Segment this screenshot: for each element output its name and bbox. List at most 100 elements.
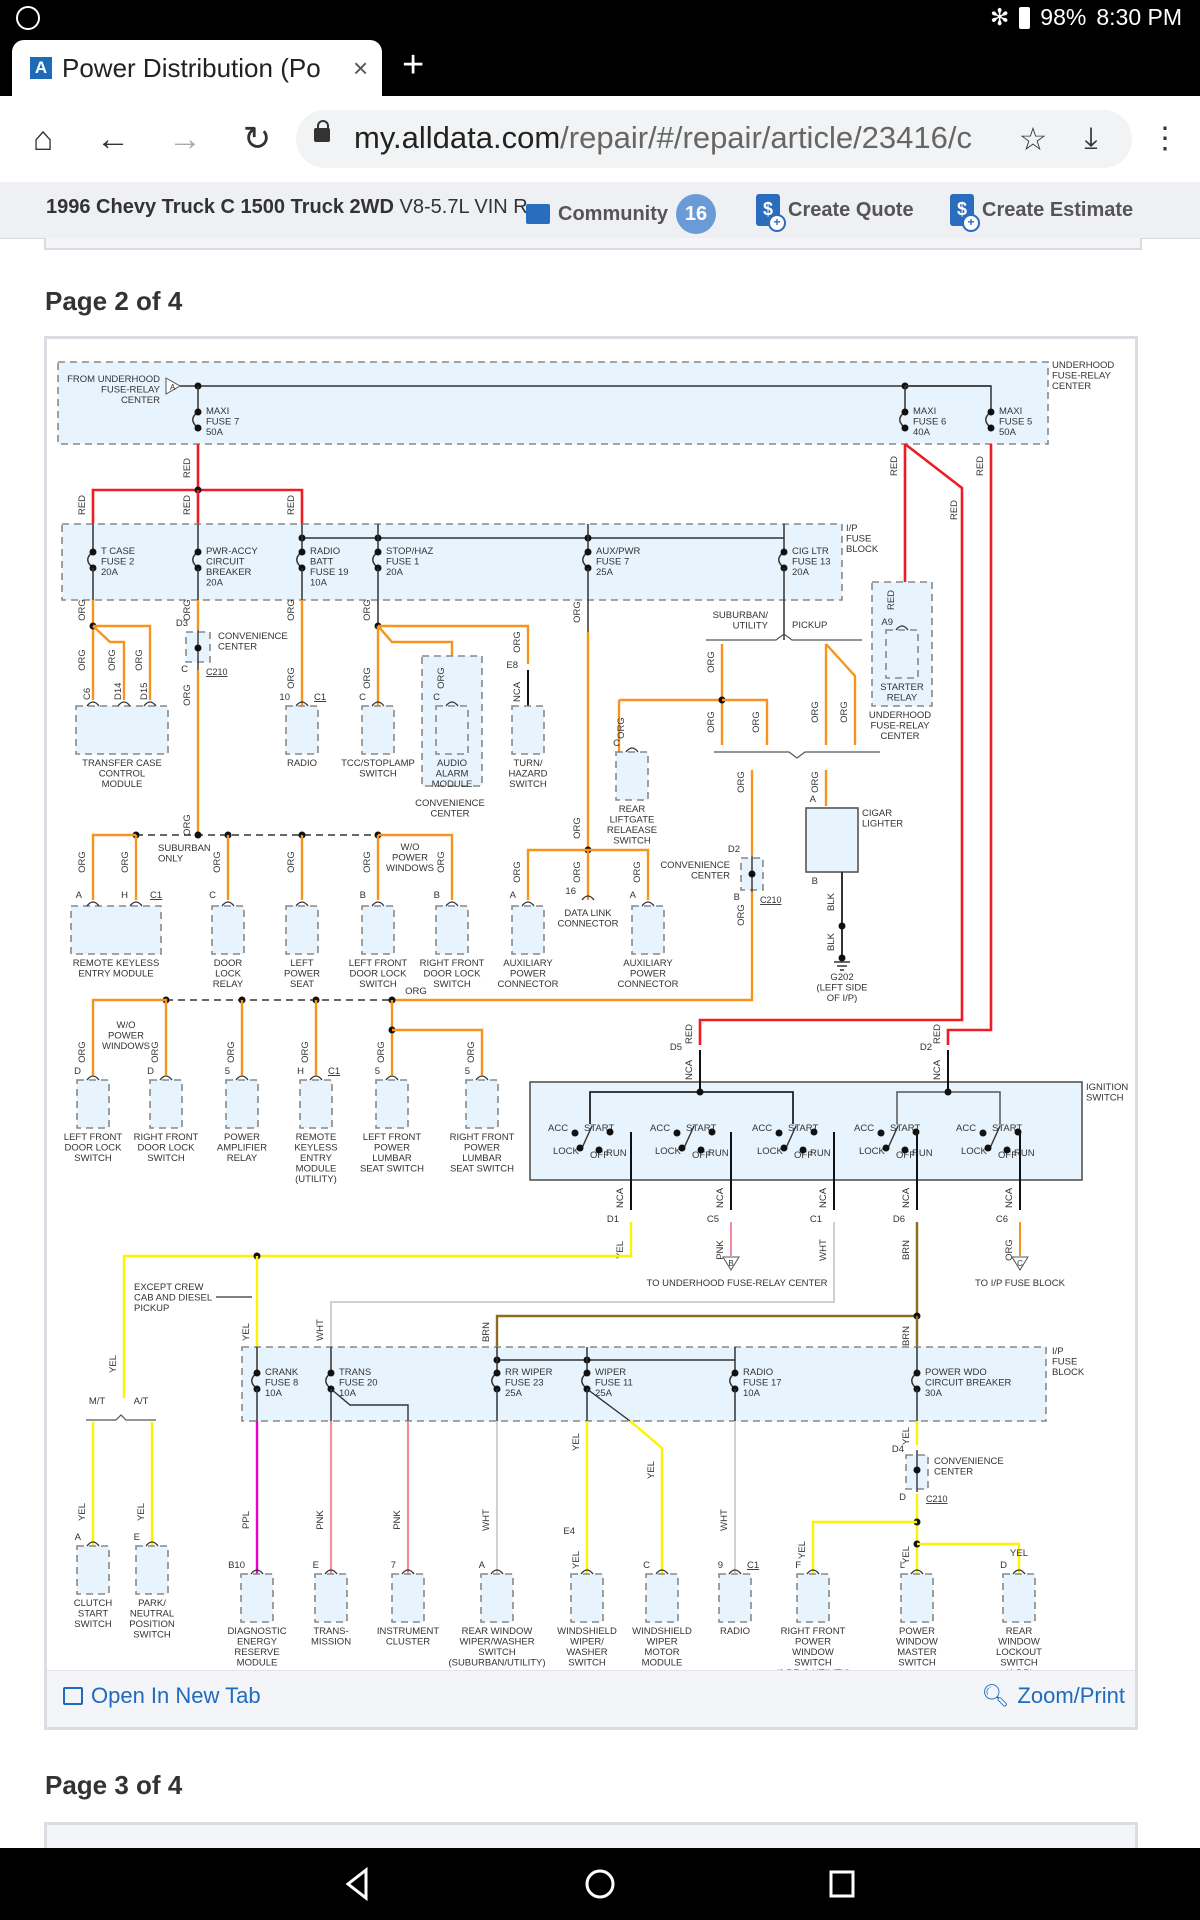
component-name: SWITCH (478, 1647, 516, 1658)
component-name: LEFT FRONT (363, 1132, 422, 1143)
ip-fuse-1: CIRCUIT (206, 557, 245, 568)
wire-color-label: NCA (715, 1187, 726, 1208)
ignition-position-off: OFF (590, 1150, 609, 1161)
create-quote-button[interactable]: $ Create Quote (756, 194, 914, 232)
brace-icon (714, 751, 880, 759)
ignition-position-start: START (584, 1123, 614, 1134)
connector-pin-icon (86, 1541, 100, 1547)
component-name: (4-DR) (1005, 1668, 1034, 1671)
component-name: SWITCH (147, 1153, 185, 1164)
row3-component (149, 1079, 183, 1129)
close-tab-icon[interactable]: × (353, 52, 369, 83)
component-name: MODULE (642, 1658, 683, 1669)
row2-component (70, 905, 162, 955)
connector-pin-icon (371, 701, 385, 707)
zoom-print-link[interactable]: 🔍︎ Zoom/Print (981, 1683, 1125, 1709)
pin-label: A (630, 890, 637, 901)
splice-dot (583, 1369, 591, 1377)
component-name: SWITCH (74, 1153, 112, 1164)
wire-color-label: ORG (810, 701, 821, 723)
variant-label: W/O (117, 1020, 136, 1031)
component-name: POWER (224, 1132, 260, 1143)
component-name: WASHER (566, 1647, 607, 1658)
wire (378, 624, 530, 664)
wire-color-label: WHT (719, 1509, 730, 1531)
component-name: POWER (630, 969, 666, 980)
enclosure-label: CONVENIENCE (415, 798, 485, 809)
variant-label: A/T (134, 1396, 149, 1407)
nav-back-icon[interactable] (338, 1864, 378, 1904)
address-bar[interactable]: my.alldata.com/repair/#/repair/article/2… (296, 110, 1132, 168)
menu-icon[interactable]: ⋮ (1150, 122, 1180, 155)
cigar-lighter (805, 807, 859, 873)
connector-pin-icon (295, 701, 309, 707)
ignition-position-lock: LOCK (961, 1146, 988, 1157)
star-icon[interactable]: ☆ (1018, 121, 1048, 157)
connector-pin-icon (728, 1569, 742, 1575)
component-name: POWER (464, 1143, 500, 1154)
ip-fuse-bottom-3: WIPER (595, 1367, 626, 1378)
convenience-center-label: CONVENIENCE (660, 860, 730, 871)
splice-dot (984, 1144, 992, 1152)
connector-pin-icon (521, 901, 535, 907)
wire-color-label: RED (889, 456, 900, 476)
pin-label: 5 (465, 1066, 470, 1077)
home-icon[interactable]: ⌂ (32, 120, 54, 158)
create-estimate-button[interactable]: $ Create Estimate (950, 194, 1133, 232)
connector-pin-icon (309, 1075, 323, 1081)
enclosure-label: CENTER (430, 809, 469, 820)
connector-pin-icon (129, 901, 143, 907)
pin-label: D15 (139, 683, 150, 700)
wire-color-label: ORG (77, 649, 88, 671)
open-in-new-tab-label: Open In New Tab (91, 1683, 261, 1708)
connector-pin-icon (445, 701, 459, 707)
url-text[interactable]: my.alldata.com/repair/#/repair/article/2… (354, 120, 1002, 156)
wire-color-label: ORG (512, 861, 523, 883)
ip-fuse-bottom-5: CIRCUIT BREAKER (925, 1378, 1012, 1389)
component-name: TRANS- (313, 1626, 348, 1637)
forward-icon[interactable]: → (168, 120, 202, 158)
wire (330, 1388, 409, 1421)
pin-label: H (121, 890, 128, 901)
row4-component (900, 1573, 934, 1623)
reload-icon[interactable]: ↻ (242, 120, 272, 158)
component-name: DOOR LOCK (423, 969, 481, 980)
component-name: DOOR LOCK (137, 1143, 195, 1154)
component-name: SWITCH (509, 779, 547, 790)
status-right: ✻ 98% 8:30 PM (990, 4, 1182, 31)
ip-fuse-block-label: I/P (1052, 1346, 1064, 1357)
ignition-contact (683, 1125, 695, 1149)
pin-label: E (134, 1532, 140, 1543)
clock: 8:30 PM (1096, 4, 1182, 30)
new-tab-button[interactable]: + (402, 44, 425, 86)
ip-fuse-1: 20A (206, 578, 224, 589)
underhood-fuse-relay-center (57, 361, 1049, 445)
component-name: (UTILITY) (295, 1174, 337, 1185)
ip-fuse-5: FUSE 13 (792, 557, 831, 568)
ignition-contact (887, 1125, 899, 1149)
wire-color-label: YEL (1010, 1548, 1028, 1559)
nav-home-icon[interactable] (580, 1864, 620, 1904)
connector-pin-icon (324, 1569, 338, 1575)
ignition-position-lock: LOCK (553, 1146, 580, 1157)
component-name: HAZARD (508, 769, 547, 780)
pin-label: D (147, 1066, 154, 1077)
row2-component (511, 905, 545, 955)
wire-color-label: WHT (315, 1319, 326, 1341)
back-icon[interactable]: ← (96, 120, 130, 158)
download-icon[interactable]: ⤓ (1084, 122, 1098, 155)
ip-fuse-block-top (61, 523, 843, 601)
open-in-new-tab-link[interactable]: Open In New Tab (63, 1683, 261, 1709)
browser-tab[interactable]: A Power Distribution (Po × (12, 40, 382, 96)
ip-fuse-3: 20A (386, 567, 404, 578)
component-name: LUMBAR (462, 1153, 502, 1164)
splice-dot (571, 1129, 579, 1137)
nav-recents-icon[interactable] (822, 1864, 862, 1904)
pin-label: 5 (225, 1066, 230, 1077)
component-name: POWER (795, 1637, 831, 1648)
connector-id: C210 (760, 895, 782, 905)
community-button[interactable]: Community 16 (526, 194, 716, 234)
component-name: DOOR (214, 958, 243, 969)
row4-component (76, 1545, 110, 1595)
